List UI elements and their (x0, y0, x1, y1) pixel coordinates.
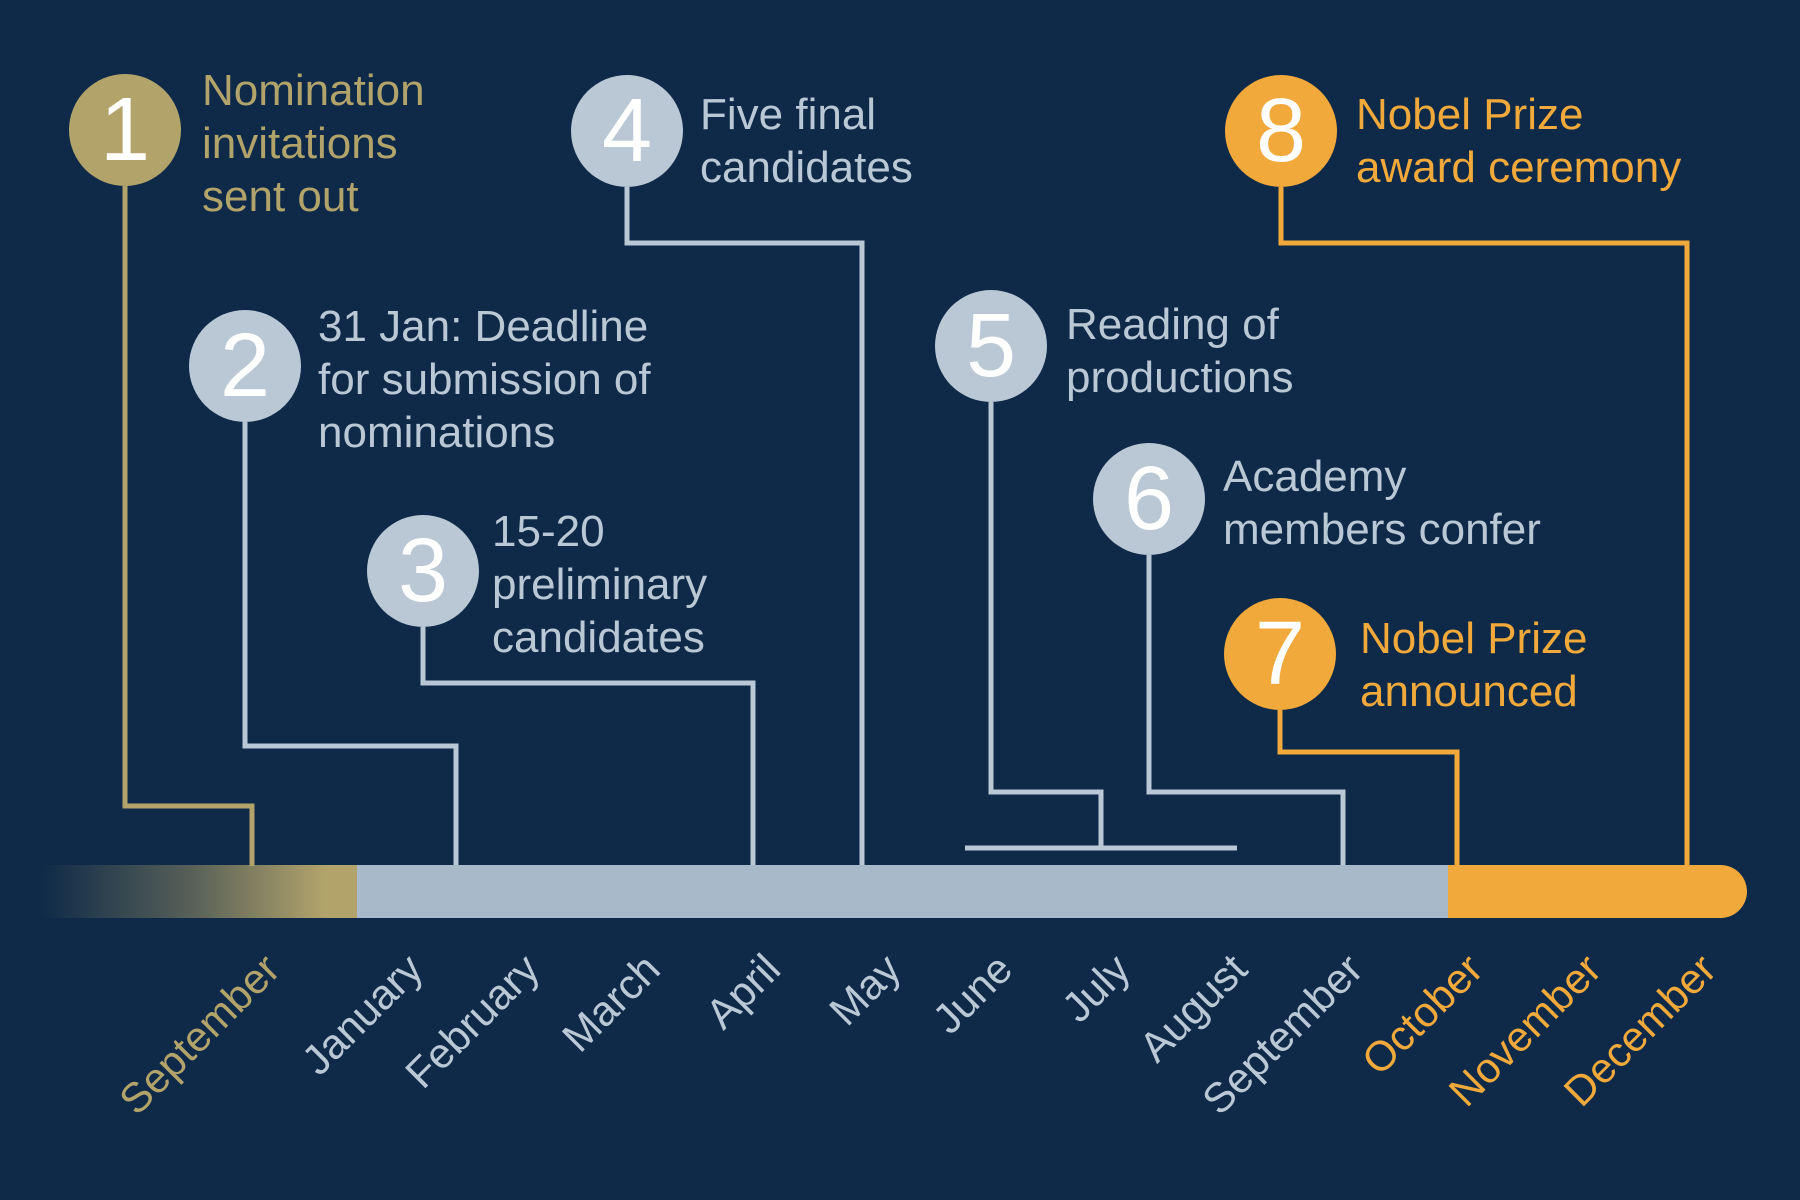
step-8-number: 8 (1255, 81, 1307, 181)
step-label-line: productions (1066, 353, 1294, 402)
step-label-line: sent out (202, 172, 359, 221)
step-label-line: Nobel Prize (1360, 614, 1588, 663)
step-label-line: award ceremony (1356, 143, 1682, 192)
step-4-label: Five final candidates (700, 88, 913, 194)
step-4-number: 4 (601, 81, 653, 181)
step-label-line: Nobel Prize (1356, 90, 1584, 139)
connector-line-step-8 (1278, 187, 1690, 866)
step-1-number: 1 (99, 80, 151, 180)
step-label-line: 15-20 (492, 507, 605, 556)
step-4-badge: 4 (571, 75, 683, 187)
step-6-badge: 6 (1093, 443, 1205, 555)
timeline-bar-september-gradient (40, 865, 357, 918)
connector-line-step-7 (1277, 710, 1460, 866)
step-label-line: for submission of (318, 355, 651, 404)
step-1-label: Nomination invitations sent out (202, 64, 425, 223)
step-2-number: 2 (219, 316, 271, 416)
step-label-line: announced (1360, 667, 1578, 716)
step-label-line: Academy (1223, 452, 1407, 501)
step-label-line: candidates (700, 143, 913, 192)
step-7-badge: 7 (1224, 598, 1336, 710)
step-3-badge: 3 (367, 515, 479, 627)
step-3-label: 15-20 preliminary candidates (492, 505, 707, 664)
step-label-line: preliminary (492, 560, 708, 609)
connector-line-step-3 (420, 627, 756, 866)
step-5-badge: 5 (935, 290, 1047, 402)
connector-line-step-2 (242, 422, 459, 866)
step-5-number: 5 (965, 296, 1017, 396)
step-label-line: Reading of (1066, 300, 1279, 349)
step-6-number: 6 (1123, 449, 1175, 549)
step-3-number: 3 (397, 521, 449, 621)
connector-line-step-4 (624, 187, 865, 866)
connector-line-step-6 (1146, 555, 1346, 866)
step-8-badge: 8 (1225, 75, 1337, 187)
step-label-line: 31 Jan: Deadline (318, 302, 649, 351)
step-1-badge: 1 (69, 74, 181, 186)
step-label-line: Five final (700, 90, 877, 139)
step-2-badge: 2 (189, 310, 301, 422)
connector-line-step-1 (122, 186, 255, 866)
step-label-line: invitations (202, 119, 398, 168)
step-6-label: Academy members confer (1223, 450, 1541, 556)
connector-line-step-5 (965, 402, 1237, 851)
timeline-bar-jan-to-sep (357, 865, 1448, 918)
step-label-line: candidates (492, 613, 705, 662)
step-label-line: Nomination (202, 66, 425, 115)
step-label-line: members confer (1223, 505, 1541, 554)
step-7-label: Nobel Prize announced (1360, 612, 1587, 718)
step-2-label: 31 Jan: Deadline for submission of nomin… (318, 300, 651, 459)
step-label-line: nominations (318, 408, 556, 457)
timeline-bar-oct-to-dec (1448, 865, 1747, 918)
step-8-label: Nobel Prize award ceremony (1356, 88, 1681, 194)
step-5-label: Reading of productions (1066, 298, 1293, 404)
step-7-number: 7 (1254, 604, 1306, 704)
